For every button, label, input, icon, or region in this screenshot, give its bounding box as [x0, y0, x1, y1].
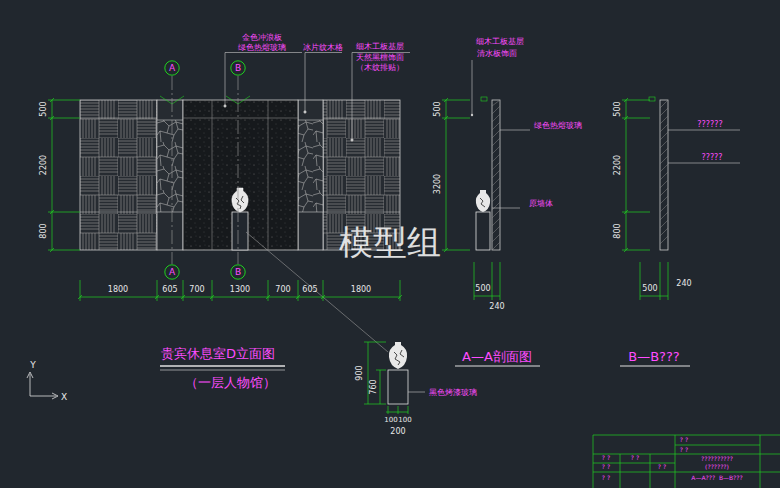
title-block-cell: ? ?: [680, 447, 688, 453]
annotation-text: 细木工板基层: [476, 38, 524, 46]
dimension-text: 900: [356, 365, 364, 380]
annotation-text: ?????: [701, 154, 722, 162]
section-line: [172, 76, 173, 264]
dimension-text: 500: [614, 101, 622, 116]
title-block-cell: A—A??? B—B???: [691, 475, 742, 481]
leader-lines: [160, 53, 410, 353]
title-block-cell: ? ?: [602, 455, 610, 461]
section-b: [622, 97, 740, 300]
annotation-text: 天然黑檀饰面: [356, 54, 404, 62]
axis-icon: [27, 372, 58, 399]
dimension-text: 760: [370, 379, 378, 394]
pedestal-detail: [364, 342, 425, 414]
annotation-text: 金色冲浪板: [242, 34, 282, 42]
annotation-text: ??????: [697, 121, 722, 129]
section-marker: B: [230, 60, 246, 76]
watermark: 模型组: [339, 225, 441, 259]
dimension-text: 3200: [434, 174, 442, 194]
title-block: [593, 435, 780, 488]
drawing-subtitle: （一层人物馆）: [185, 376, 276, 389]
dimension-text: 2200: [614, 155, 622, 175]
dimension-text: 1300: [230, 286, 250, 294]
dimension-text: 240: [489, 303, 504, 311]
dimension-text: 700: [275, 286, 290, 294]
title-block-cell: ? ?: [602, 464, 610, 470]
annotation-text: 清水板饰面: [477, 50, 517, 58]
dimension-text: 100: [384, 417, 397, 424]
axis-label: Y: [30, 361, 36, 370]
axis-label: X: [61, 393, 67, 402]
dimension-text: 100: [398, 417, 411, 424]
drawing-title: B—B???: [628, 350, 680, 363]
dimension-text: 200: [390, 428, 405, 436]
dimension-text: 2200: [40, 155, 48, 175]
dimension-text: 605: [302, 286, 317, 294]
section-letter: A: [164, 60, 180, 76]
drawing-title: A—A剖面图: [462, 350, 532, 363]
section-marker: A: [164, 264, 180, 280]
drawing-title: 贵宾休息室D立面图: [161, 347, 275, 360]
dimension-text: 240: [676, 280, 691, 288]
dimension-lines: [48, 98, 402, 301]
dimension-text: 500: [642, 285, 657, 293]
annotation-text: 绿色热熔玻璃: [534, 122, 582, 130]
title-block-cell: ? ?: [680, 437, 688, 443]
title-block-cell: ? ?: [602, 475, 610, 481]
section-marker: B: [230, 264, 246, 280]
title-block-cell: (??????): [705, 464, 729, 470]
section-letter: B: [230, 60, 246, 76]
section-line: [238, 76, 239, 264]
title-block-cell: ? ?: [631, 455, 639, 461]
section-marker: A: [164, 60, 180, 76]
annotation-text: 冰片纹木格: [303, 44, 343, 52]
dimension-text: 800: [614, 223, 622, 238]
title-block-cell: ? ?: [658, 464, 666, 470]
dimension-text: 1800: [108, 286, 128, 294]
dimension-text: 605: [162, 286, 177, 294]
dimension-text: 500: [434, 101, 442, 116]
annotation-text: 细木工板基层: [356, 43, 404, 51]
title-underlines: [160, 366, 690, 370]
annotation-text: 黑色烤漆玻璃: [429, 389, 477, 397]
annotation-text: （木纹排贴）: [356, 64, 404, 72]
section-a: [442, 60, 530, 300]
section-letter: A: [164, 264, 180, 280]
annotation-text: 绿色热熔玻璃: [238, 44, 286, 52]
annotation-text: 原墙体: [529, 200, 553, 208]
dimension-text: 700: [189, 286, 204, 294]
dimension-text: 800: [40, 223, 48, 238]
title-block-cell: ??????????: [701, 456, 733, 462]
section-letter: B: [230, 264, 246, 280]
dimension-text: 500: [40, 101, 48, 116]
dimension-text: 500: [475, 285, 490, 293]
dimension-text: 1800: [351, 286, 371, 294]
